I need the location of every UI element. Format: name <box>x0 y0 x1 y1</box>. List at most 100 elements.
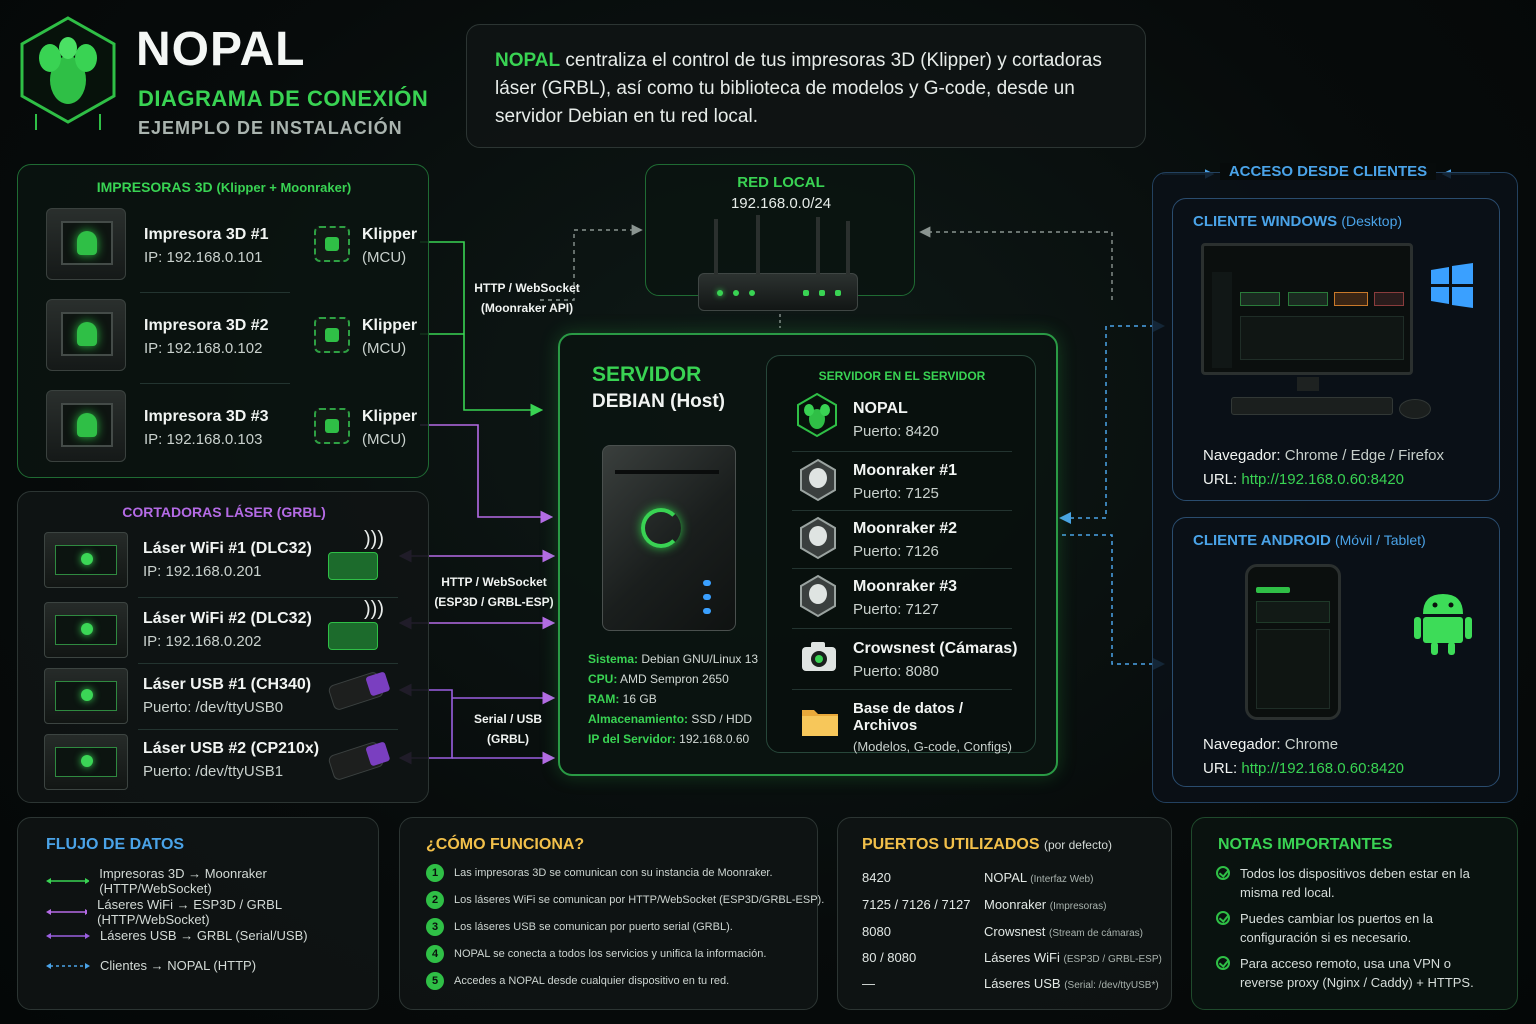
folder-icon <box>802 710 838 736</box>
server-subtitle: DEBIAN (Host) <box>592 391 725 412</box>
android-url: URL: http://192.168.0.60:8420 <box>1203 760 1405 777</box>
network-title: RED LOCAL <box>737 174 825 191</box>
service-detail: Puerto: 8420 <box>853 423 939 440</box>
service-name: Crowsnest (Cámaras) <box>853 640 1018 657</box>
printer-ip: IP: 192.168.0.101 <box>144 249 263 266</box>
moonraker-icon <box>800 574 836 618</box>
service-name: Moonraker #1 <box>853 462 958 479</box>
intro-brand: NOPAL <box>495 50 561 71</box>
spec-row: IP del Servidor: 192.168.0.60 <box>588 732 750 746</box>
flow-item: Impresoras 3D → Moonraker (HTTP/WebSocke… <box>46 866 378 896</box>
brand-subtitle: DIAGRAMA DE CONEXIÓN <box>138 86 429 111</box>
divider <box>792 689 1012 690</box>
intro-box: NOPAL centraliza el control de tus impre… <box>466 24 1146 148</box>
spec-row: CPU: AMD Sempron 2650 <box>588 672 729 686</box>
windows-client-card[interactable]: CLIENTE WINDOWS (Desktop) Navegador: Chr… <box>1172 198 1500 501</box>
laser-row[interactable]: Láser USB #2 (CP210x)Puerto: /dev/ttyUSB… <box>30 730 410 794</box>
server-title: SERVIDOR <box>592 363 702 386</box>
firmware-name: Klipper <box>362 317 418 334</box>
network-subnet: 192.168.0.0/24 <box>730 195 832 212</box>
brand-tagline: EJEMPLO DE INSTALACIÓN <box>138 118 403 138</box>
router-antenna <box>756 215 760 275</box>
laser-detail: Puerto: /dev/ttyUSB0 <box>143 699 284 716</box>
services-title: SERVIDOR EN EL SERVIDOR <box>818 369 986 383</box>
notes-title: NOTAS IMPORTANTES <box>1218 836 1393 853</box>
router-antenna <box>714 219 718 275</box>
divider <box>792 451 1012 452</box>
flow-line-icon <box>46 909 88 915</box>
laser-detail: IP: 192.168.0.202 <box>143 633 262 650</box>
windows-logo-icon <box>1431 263 1473 308</box>
service-detail: (Modelos, G-code, Configs) <box>853 739 1012 754</box>
windows-client-title: CLIENTE WINDOWS (Desktop) <box>1193 213 1403 230</box>
klipper-mcu-icon <box>314 408 350 444</box>
spec-row: Sistema: Debian GNU/Linux 13 <box>588 652 759 666</box>
android-client-title: CLIENTE ANDROID (Móvil / Tablet) <box>1193 532 1426 549</box>
laser-row[interactable]: Láser WiFi #2 (DLC32)IP: 192.168.0.202 )… <box>30 598 410 662</box>
mouse-icon <box>1399 399 1431 419</box>
printers-link-label: HTTP / WebSocket(Moonraker API) <box>474 281 580 315</box>
router-antenna <box>846 221 850 275</box>
service-detail: Puerto: 8080 <box>853 663 939 680</box>
laser-name: Láser WiFi #1 (DLC32) <box>143 540 312 557</box>
service-name: NOPAL <box>853 400 908 417</box>
server-tower-icon <box>602 445 736 631</box>
windows-url-link[interactable]: http://192.168.0.60:8420 <box>1241 471 1405 488</box>
android-url-link[interactable]: http://192.168.0.60:8420 <box>1241 760 1405 777</box>
laser-name: Láser USB #2 (CP210x) <box>143 740 320 757</box>
windows-url: URL: http://192.168.0.60:8420 <box>1203 471 1405 488</box>
divider <box>138 729 398 730</box>
lasers-title: CORTADORAS LÁSER (GRBL) <box>122 504 326 520</box>
router-antenna <box>816 217 820 275</box>
printer-ip: IP: 192.168.0.102 <box>144 340 263 357</box>
desktop-monitor-icon <box>1201 243 1413 375</box>
smartphone-icon <box>1245 564 1341 720</box>
usb-link-label: Serial / USB(GRBL) <box>473 712 543 746</box>
flow-line-icon <box>46 932 90 939</box>
spec-row: RAM: 16 GB <box>588 692 657 706</box>
wifi-link-label: HTTP / WebSocket(ESP3D / GRBL-ESP) <box>434 575 554 609</box>
firmware-name: Klipper <box>362 408 418 425</box>
divider <box>792 568 1012 569</box>
check-icon <box>1216 911 1230 925</box>
laser-cutter-icon <box>44 602 128 658</box>
android-client-card[interactable]: CLIENTE ANDROID (Móvil / Tablet) Navegad… <box>1172 517 1500 787</box>
firmware-sub: (MCU) <box>362 431 407 448</box>
printer-name: Impresora 3D #1 <box>144 226 269 243</box>
divider <box>138 597 398 598</box>
how-title: ¿CÓMO FUNCIONA? <box>426 836 585 853</box>
android-browser: Navegador: Chrome <box>1203 736 1339 753</box>
printer-3d-icon <box>46 390 126 462</box>
printers-title: IMPRESORAS 3D (Klipper + Moonraker) <box>96 179 352 195</box>
flow-item: Láseres USB → GRBL (Serial/USB) <box>46 928 308 943</box>
ports-title: PUERTOS UTILIZADOS (por defecto) <box>862 836 1112 853</box>
laser-name: Láser WiFi #2 (DLC32) <box>143 610 312 627</box>
usb-adapter-icon <box>327 670 391 712</box>
printer-3d-icon <box>46 299 126 371</box>
android-logo-icon <box>1414 594 1472 655</box>
laser-row[interactable]: Láser WiFi #1 (DLC32)IP: 192.168.0.201 )… <box>30 528 410 592</box>
klipper-mcu-icon <box>314 317 350 353</box>
divider <box>792 628 1012 629</box>
divider <box>140 292 290 293</box>
laser-cutter-icon <box>44 668 128 724</box>
printer-3d-icon <box>46 208 126 280</box>
laser-row[interactable]: Láser USB #1 (CH340)Puerto: /dev/ttyUSB0 <box>30 664 410 728</box>
service-row[interactable]: NOPAL Puerto: 8420 <box>790 388 1020 446</box>
service-row[interactable]: Crowsnest (Cámaras) Puerto: 8080 <box>790 630 1020 686</box>
firmware-sub: (MCU) <box>362 249 407 266</box>
clients-title: ACCESO DESDE CLIENTES <box>1220 163 1436 180</box>
flow-line-icon <box>46 878 90 884</box>
camera-icon <box>802 642 836 671</box>
wifi-module-icon <box>328 552 378 580</box>
service-row[interactable]: Base de datos / Archivos(Modelos, G-code… <box>790 690 1030 754</box>
